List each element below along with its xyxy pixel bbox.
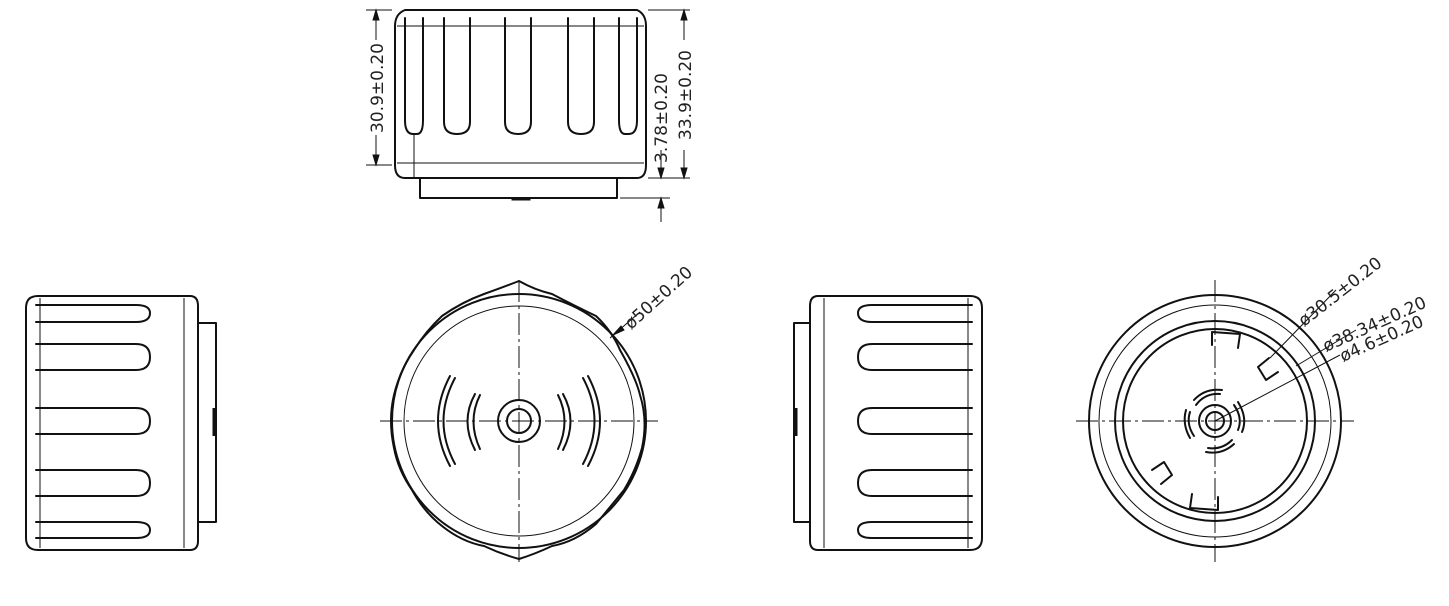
dim-top-total-label: 33.9±0.20 — [676, 50, 696, 140]
dim-front-diameter: ø50±0.20 — [609, 263, 697, 339]
back-view: ø30.5±0.20 ø38.34±0.20 ø4.6±0.20 — [1076, 253, 1430, 562]
dim-top-height-label: 30.9±0.20 — [368, 43, 388, 133]
front-view: ø50±0.20 — [380, 263, 697, 562]
dim-front-diameter-label: ø50±0.20 — [621, 263, 697, 334]
top-view: 30.9±0.20 33.9±0.20 3.78±0.20 — [366, 8, 696, 222]
dim-top-step-label: 3.78±0.20 — [652, 73, 672, 163]
left-side-view — [25, 295, 217, 551]
back-tabs — [1151, 331, 1279, 511]
back-leaders — [1214, 289, 1357, 422]
right-side-view — [793, 295, 983, 551]
left-side-grooves — [35, 304, 151, 539]
top-view-grooves — [404, 17, 638, 178]
right-side-grooves — [857, 304, 973, 539]
back-hub-arcs — [1183, 388, 1246, 454]
dim-top-height: 30.9±0.20 — [366, 8, 392, 167]
dim-top-total: 33.9±0.20 — [648, 8, 696, 180]
dim-top-step: 3.78±0.20 — [620, 73, 672, 222]
